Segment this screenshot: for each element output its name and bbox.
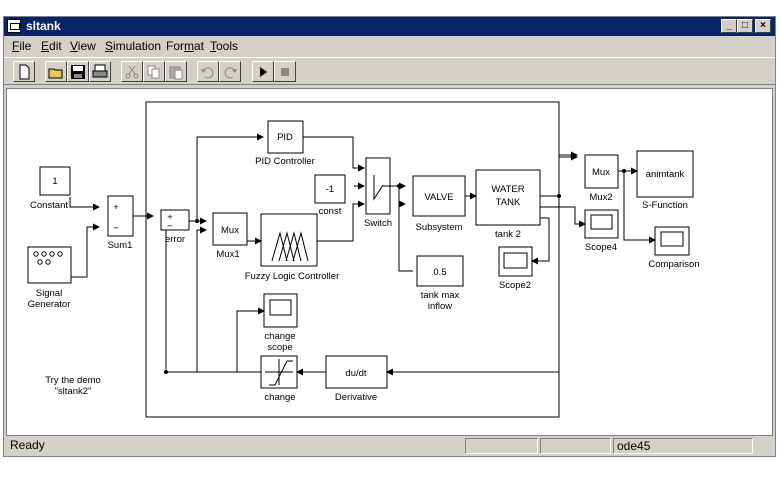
- valve-block: [412, 175, 466, 217]
- mux2-text: Mux: [592, 167, 610, 178]
- model-canvas[interactable]: 1 Constant Signal Generator + − Sum1 + −…: [6, 88, 773, 436]
- change-label: change: [264, 392, 295, 403]
- sum1-label: Sum1: [108, 240, 133, 251]
- menu-bar: File Edit View Simulation Format Tools: [4, 37, 775, 55]
- copy-icon[interactable]: [143, 61, 165, 82]
- pid-text: PID: [277, 132, 293, 143]
- scope4-block: [584, 209, 619, 239]
- tankmax-label-1: tank max: [421, 290, 460, 301]
- block-diagram: 1 Constant Signal Generator + − Sum1 + −…: [27, 101, 700, 418]
- close-button[interactable]: ×: [755, 19, 771, 33]
- model-icon: [7, 19, 21, 33]
- animtank-block: [636, 150, 694, 198]
- annotation-line-2: "sltank2": [55, 386, 92, 397]
- paste-icon[interactable]: [165, 61, 187, 82]
- menu-edit[interactable]: Edit: [41, 39, 62, 53]
- derivative-label: Derivative: [335, 392, 377, 403]
- const-value: -1: [326, 184, 334, 195]
- save-icon[interactable]: [67, 61, 89, 82]
- scope4-label: Scope4: [585, 242, 617, 253]
- mux1-label: Mux1: [216, 249, 239, 260]
- tank-text-2: TANK: [496, 197, 521, 208]
- error-label: error: [165, 234, 185, 245]
- status-pane-2: [540, 438, 611, 454]
- solver-status: ode45: [613, 438, 753, 454]
- start-icon[interactable]: [252, 61, 274, 82]
- menu-simulation[interactable]: Simulation: [105, 39, 162, 53]
- controller-boundary: [145, 101, 560, 418]
- redo-icon[interactable]: [219, 61, 241, 82]
- flc-label: Fuzzy Logic Controller: [245, 271, 340, 282]
- change-scope-block: [263, 293, 298, 328]
- status-text: Ready: [10, 438, 45, 452]
- tankmax-value: 0.5: [433, 267, 446, 278]
- new-icon[interactable]: [13, 61, 35, 82]
- mux1-text: Mux: [221, 225, 239, 236]
- change-block: [260, 355, 298, 389]
- mux1-block: [212, 212, 248, 246]
- stop-icon[interactable]: [274, 61, 296, 82]
- pid-block: [267, 120, 304, 154]
- sum1-minus: −: [113, 223, 119, 234]
- mux2-label: Mux2: [589, 192, 612, 203]
- status-pane-1: [465, 438, 538, 454]
- pid-label: PID Controller: [255, 156, 315, 167]
- signal-generator-block: [27, 246, 72, 284]
- animtank-label: S-Function: [642, 200, 688, 211]
- cut-icon[interactable]: [121, 61, 143, 82]
- undo-icon[interactable]: [197, 61, 219, 82]
- menu-view[interactable]: View: [70, 39, 96, 53]
- const-block: [314, 174, 346, 204]
- derivative-block: [325, 355, 388, 389]
- tank-block: [475, 169, 541, 226]
- menu-file[interactable]: File: [12, 39, 32, 53]
- change-scope-label-2: scope: [267, 342, 292, 353]
- valve-label: Subsystem: [416, 222, 463, 233]
- tankmax-block: [416, 255, 464, 287]
- maximize-button[interactable]: □: [737, 19, 753, 33]
- constant-label: Constant: [30, 200, 68, 211]
- signal-gen-label-2: Generator: [28, 299, 71, 310]
- print-icon[interactable]: [89, 61, 111, 82]
- tank-text-1: WATER: [491, 184, 524, 195]
- constant-block: [39, 166, 71, 196]
- window-title: sltank: [26, 19, 61, 33]
- signal-gen-label-1: Signal: [36, 288, 62, 299]
- sum1-block: [107, 195, 134, 237]
- switch-label: Switch: [364, 218, 392, 229]
- mux2-block: [584, 154, 619, 189]
- error-plus: +: [167, 212, 173, 223]
- minimize-button[interactable]: _: [721, 19, 737, 33]
- sum1-plus: +: [113, 202, 119, 213]
- scope2-block: [498, 246, 533, 277]
- const-label: const: [319, 206, 342, 217]
- toolbar: [4, 57, 775, 85]
- menu-format[interactable]: Format: [166, 39, 205, 53]
- title-bar[interactable]: sltank _ □ ×: [4, 17, 775, 36]
- comparison-label: Comparison: [648, 259, 699, 270]
- open-icon[interactable]: [45, 61, 67, 82]
- animtank-text: animtank: [646, 169, 685, 180]
- menu-tools[interactable]: Tools: [210, 39, 239, 53]
- tankmax-label-2: inflow: [428, 301, 452, 312]
- status-bar: Ready ode45: [4, 437, 775, 456]
- annotation-line-1: Try the demo: [45, 375, 101, 386]
- switch-block: [365, 157, 391, 215]
- valve-text: VALVE: [424, 192, 453, 203]
- simulink-window: sltank _ □ × File Edit View Simulation F…: [3, 16, 776, 457]
- fuzzy-block: [260, 213, 318, 267]
- constant-value: 1: [52, 176, 57, 187]
- comparison-block: [654, 226, 690, 256]
- scope2-label: Scope2: [499, 280, 531, 291]
- tank-label: tank 2: [495, 229, 521, 240]
- derivative-text: du/dt: [345, 368, 366, 379]
- error-block: [160, 209, 190, 231]
- change-scope-label-1: change: [264, 331, 295, 342]
- error-minus: −: [167, 221, 173, 232]
